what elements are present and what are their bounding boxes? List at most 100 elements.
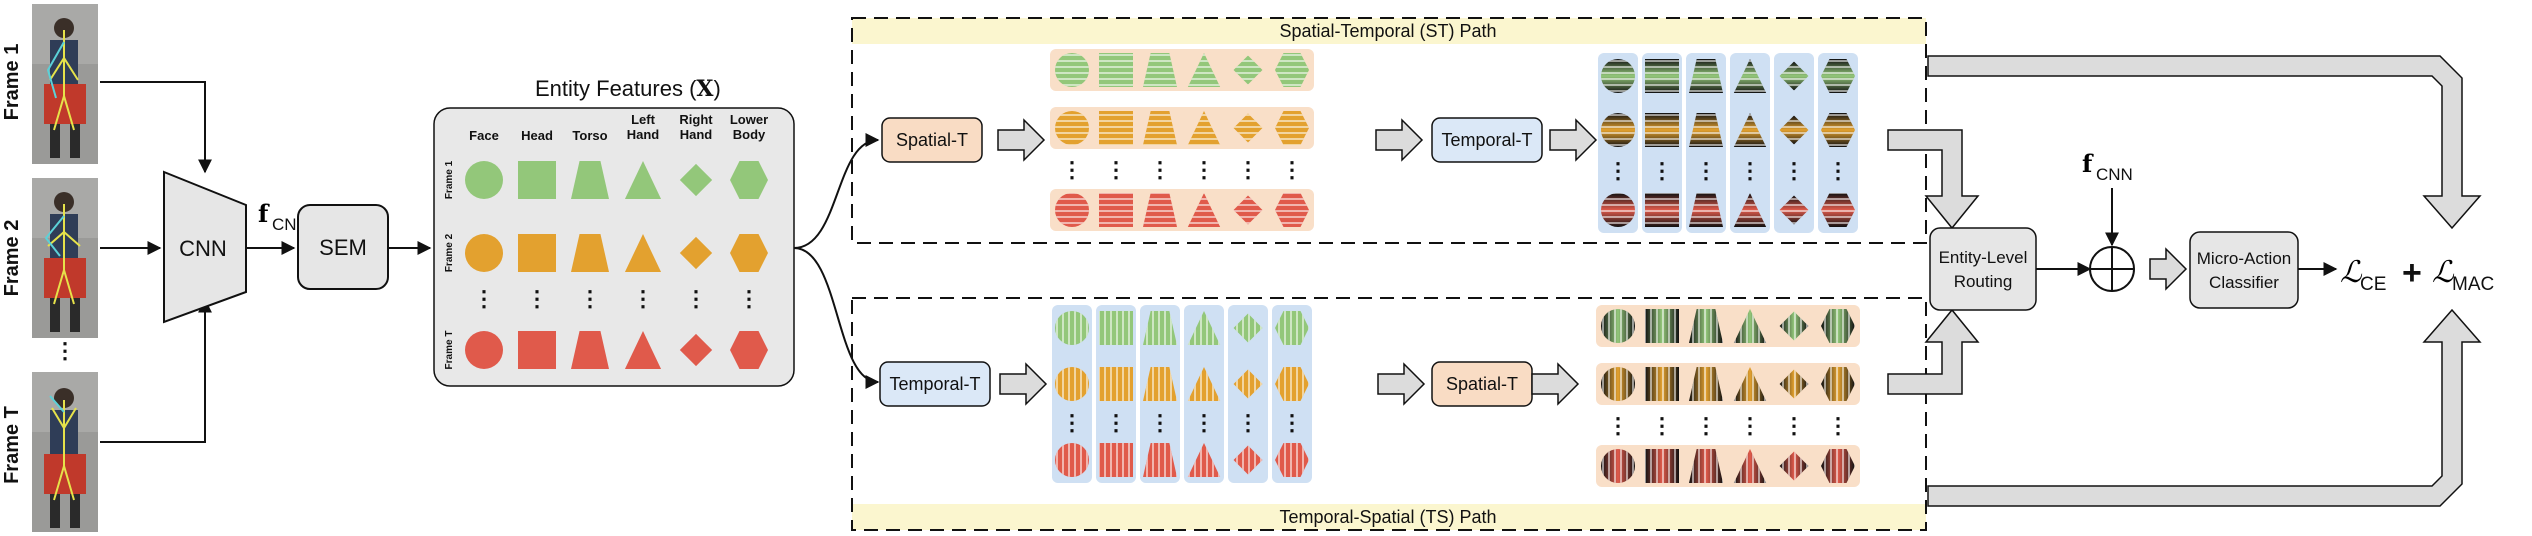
st-grid1-hexagon [1275, 193, 1309, 227]
ts-spatial-t-label: Spatial-T [1446, 374, 1518, 394]
st-grid2-ellipsis: ⋮ [1739, 158, 1761, 183]
st-grid1-ellipsis: ⋮ [1149, 157, 1171, 182]
st-grid2-square [1645, 193, 1679, 227]
st-grid2-ellipsis: ⋮ [1695, 158, 1717, 183]
flow-arrows [997, 55, 2482, 507]
ts-spatial-t-block: Spatial-T [1431, 361, 1533, 407]
ts-temporal-t-label: Temporal-T [889, 374, 980, 394]
entity-triangle [624, 234, 662, 272]
frame-ellipsis: ⋮ [54, 338, 76, 363]
st-path: Spatial-Temporal (ST) Path Spatial-T Tem… [851, 17, 1927, 244]
ts-grid2-hexagon [1821, 449, 1855, 483]
st-grid1-trapezoid [1143, 111, 1177, 145]
entity-column-header: Body [733, 127, 766, 142]
st-grid2-trapezoid [1689, 193, 1723, 227]
classifier-block: Micro-Action Classifier [2189, 231, 2299, 309]
entity-column-header: Face [469, 128, 499, 143]
st-grid2-trapezoid [1689, 113, 1723, 147]
entity-column-header: Torso [572, 128, 607, 143]
routing-block: Entity-Level Routing [1929, 227, 2037, 311]
hollow-arrow [999, 362, 1048, 406]
hollow-arrow [1531, 362, 1580, 406]
frame-2-image [32, 178, 98, 338]
entity-circle [465, 234, 503, 272]
st-grid2-diamond [1779, 61, 1809, 91]
st-grid2-triangle [1733, 193, 1767, 227]
routing-label-line2: Routing [1954, 272, 2013, 291]
ts-path-title: Temporal-Spatial (TS) Path [1279, 507, 1496, 527]
classifier-label-line2: Classifier [2209, 273, 2279, 292]
st-grid1-ellipsis: ⋮ [1061, 157, 1083, 182]
st-grid1-square [1099, 111, 1133, 145]
ts-grid1-diamond [1233, 369, 1263, 399]
ts-grid2-ellipsis: ⋮ [1827, 413, 1849, 438]
fusion-feature-label: f CNN [2082, 149, 2133, 184]
st-spatial-t-block: Spatial-T [881, 117, 983, 163]
ts-to-routing-arrow [1887, 308, 1980, 395]
entity-column-header: Lower [730, 112, 768, 127]
ts-grid1-diamond [1233, 445, 1263, 475]
st-grid1-square [1099, 53, 1133, 87]
hollow-arrow [997, 118, 1046, 162]
ts-grid2-diamond [1779, 369, 1809, 399]
ts-grid1-ellipsis: ⋮ [1149, 410, 1171, 435]
st-grid1-circle [1055, 111, 1089, 145]
st-spatial-t-label: Spatial-T [896, 130, 968, 150]
ts-path: Temporal-Spatial (TS) Path Temporal-T Sp… [851, 297, 1927, 531]
st-grid2-diamond [1779, 115, 1809, 145]
ts-grid1-triangle [1187, 443, 1221, 477]
ts-grid2-ellipsis: ⋮ [1695, 413, 1717, 438]
ts-temporal-t-block: Temporal-T [879, 361, 991, 407]
entity-diamond [679, 333, 713, 367]
hollow-arrow [1377, 362, 1426, 406]
entity-trapezoid [571, 234, 609, 272]
cnn-feature-main: f [258, 199, 270, 228]
ts-grid1-circle [1055, 367, 1089, 401]
entity-column-header: Hand [680, 127, 713, 142]
ts-grid1-trapezoid [1143, 311, 1177, 345]
entity-row-ellipsis: ⋮ [473, 286, 495, 311]
entity-trapezoid [571, 331, 609, 369]
ts-to-loss-arrow [1927, 308, 2482, 507]
loss-plus: + [2402, 254, 2422, 292]
ts-grid2-triangle [1733, 309, 1767, 343]
entity-hexagon [730, 234, 768, 272]
ts-grid2-trapezoid [1689, 449, 1723, 483]
ts-grid1-trapezoid [1143, 367, 1177, 401]
st-grid2-hexagon [1821, 113, 1855, 147]
entity-hexagon [730, 331, 768, 369]
ts-grid2-square [1645, 367, 1679, 401]
fusion-feature-main: f [2082, 149, 2094, 178]
entity-circle [465, 331, 503, 369]
hollow-arrow [2149, 247, 2188, 291]
ts-grid2-diamond [1779, 451, 1809, 481]
hollow-arrow [1549, 118, 1598, 162]
st-grid1-diamond [1233, 113, 1263, 143]
frame-connectors [100, 81, 212, 443]
st-grid1-row-band [1050, 189, 1314, 231]
entity-column-header: Hand [627, 127, 660, 142]
cnn-block: CNN [163, 170, 247, 324]
entity-trapezoid [571, 161, 609, 199]
ts-grid1-square [1099, 311, 1133, 345]
st-grid1-circle [1055, 193, 1089, 227]
fusion-feature-sub: CNN [2096, 165, 2133, 184]
st-grid2-ellipsis: ⋮ [1651, 158, 1673, 183]
entity-triangle [624, 331, 662, 369]
st-grid1-square [1099, 193, 1133, 227]
frame-1-label: Frame 1 [1, 44, 23, 121]
st-temporal-t-label: Temporal-T [1441, 130, 1532, 150]
entity-square [518, 161, 556, 199]
st-path-banner [852, 18, 1926, 44]
ts-grid2-hexagon [1821, 309, 1855, 343]
routing-label-line1: Entity-Level [1939, 248, 2028, 267]
ts-grid1-square [1099, 367, 1133, 401]
entity-triangle [624, 161, 662, 199]
ts-grid2-circle [1601, 449, 1635, 483]
loss-ce-sub: CE [2360, 274, 2386, 295]
ts-path-banner [852, 504, 1926, 530]
st-grid1-row-band [1050, 107, 1314, 149]
entity-hexagon [730, 161, 768, 199]
